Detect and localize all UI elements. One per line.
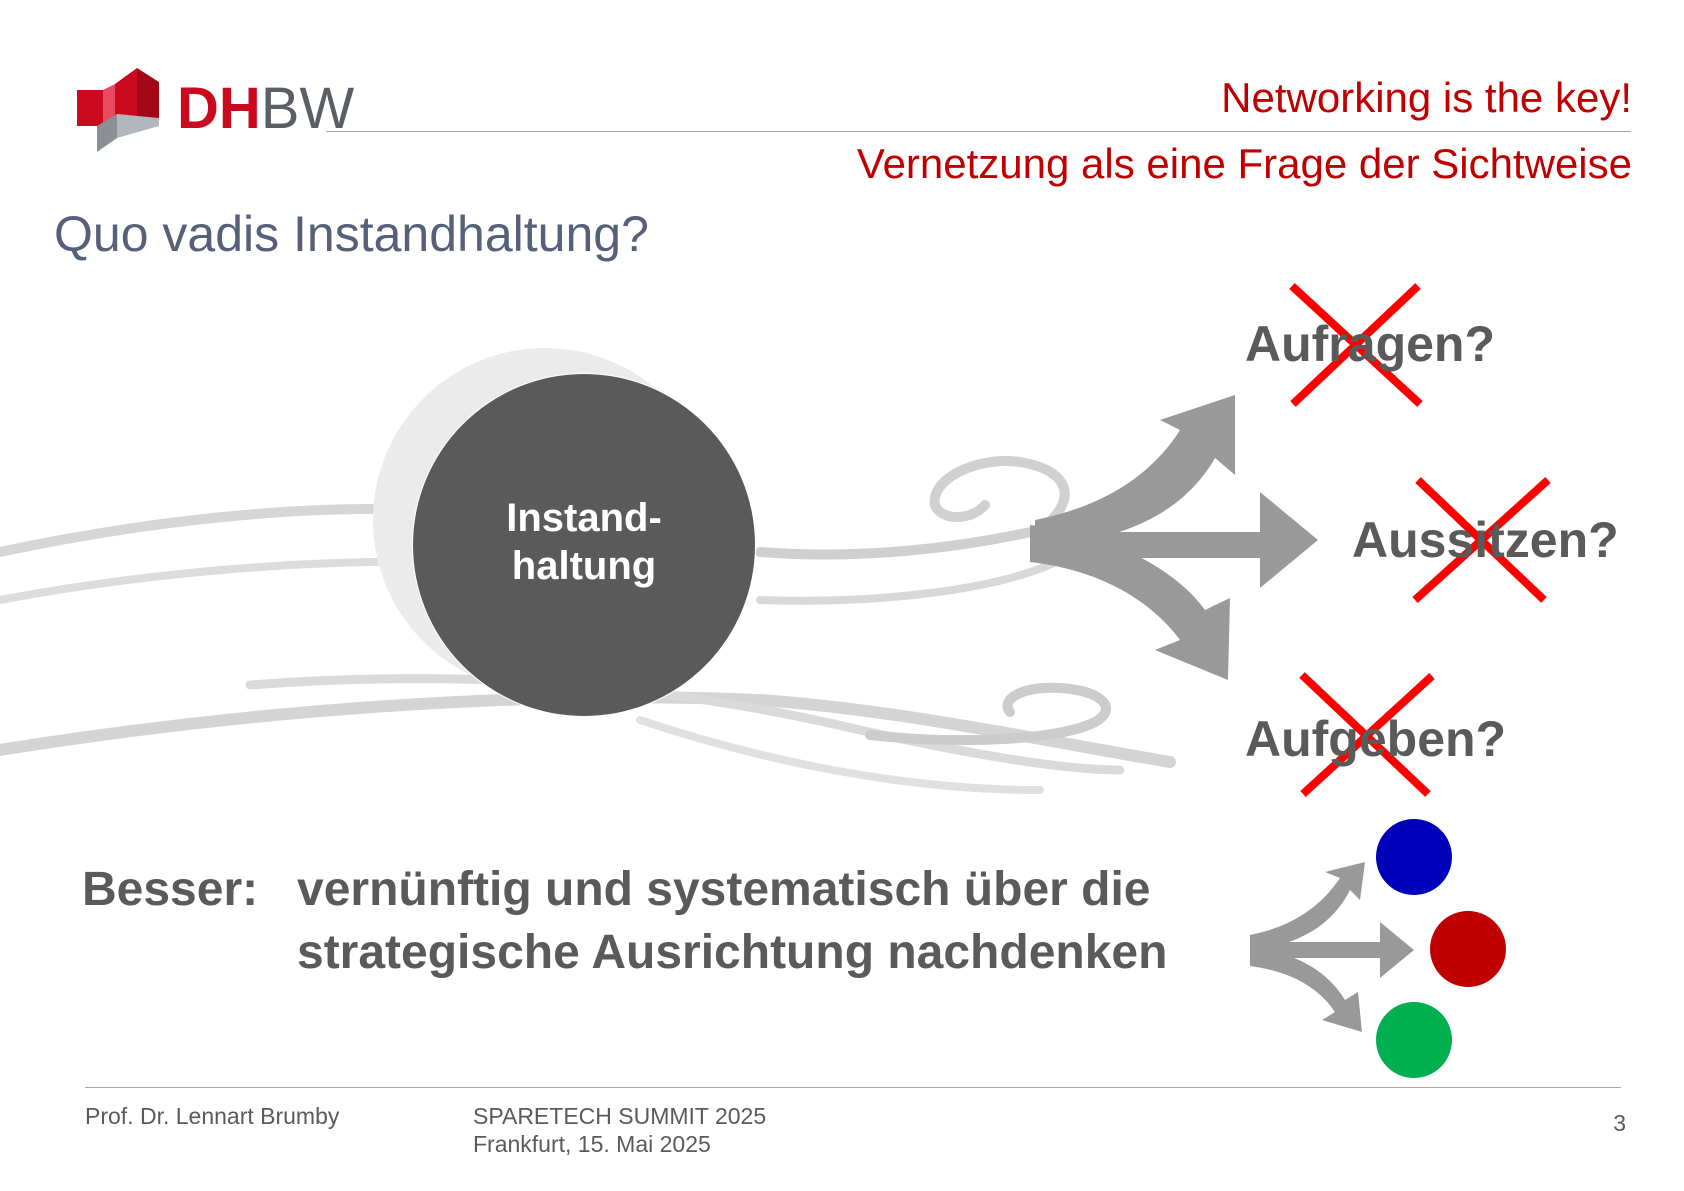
small-arrow-right-icon <box>1250 922 1414 978</box>
besser-label: Besser: <box>82 863 259 916</box>
footer-author: Prof. Dr. Lennart Brumby <box>85 1103 340 1129</box>
three-way-arrows <box>1030 395 1318 680</box>
logo-text-red: DH <box>177 76 261 141</box>
option-aufragen: Aufragen? <box>1245 316 1495 372</box>
dhbw-logo-text: DHBW <box>177 80 354 138</box>
footer-divider <box>85 1087 1621 1088</box>
besser-text-line2: strategische Ausrichtung nachdenken <box>297 926 1168 979</box>
small-arrow-up-icon <box>1250 862 1365 950</box>
blue-dot <box>1376 819 1452 895</box>
arrow-up-icon <box>1035 395 1235 548</box>
small-arrow-down-icon <box>1250 948 1362 1032</box>
subheadline: Vernetzung als eine Frage der Sichtweise <box>856 140 1632 187</box>
dhbw-logo-mark <box>77 68 159 152</box>
option-crosses <box>1289 283 1551 797</box>
footer-event: SPARETECH SUMMIT 2025 <box>473 1103 767 1129</box>
red-dot <box>1430 911 1506 987</box>
option-dots <box>1376 819 1506 1078</box>
cross-icon <box>1299 672 1435 797</box>
dhbw-logo: DHBW <box>77 68 354 154</box>
arrow-right-icon <box>1030 492 1318 588</box>
logo-text-grey: BW <box>260 76 355 141</box>
header-divider <box>326 131 1631 132</box>
option-aufgeben: Aufgeben? <box>1245 711 1507 767</box>
small-three-way-arrows <box>1250 862 1414 1032</box>
option-aussitzen: Aussitzen? <box>1352 512 1619 568</box>
center-circle-label-line1: Instand- <box>506 496 662 540</box>
footer-date: Frankfurt, 15. Mai 2025 <box>473 1131 711 1157</box>
arrow-down-icon <box>1030 525 1230 680</box>
center-circle <box>413 374 755 716</box>
headline: Networking is the key! <box>1221 74 1632 121</box>
cross-icon <box>1289 283 1423 407</box>
center-circle-label-line2: haltung <box>511 544 657 588</box>
slide-title: Quo vadis Instandhaltung? <box>54 206 649 262</box>
center-circle-label: Instand- haltung <box>408 494 760 590</box>
cross-icon <box>1412 477 1551 603</box>
center-circle-group <box>373 348 756 717</box>
green-dot <box>1376 1002 1452 1078</box>
besser-text-line1: vernünftig und systematisch über die <box>297 863 1151 916</box>
page-number: 3 <box>1613 1110 1626 1136</box>
